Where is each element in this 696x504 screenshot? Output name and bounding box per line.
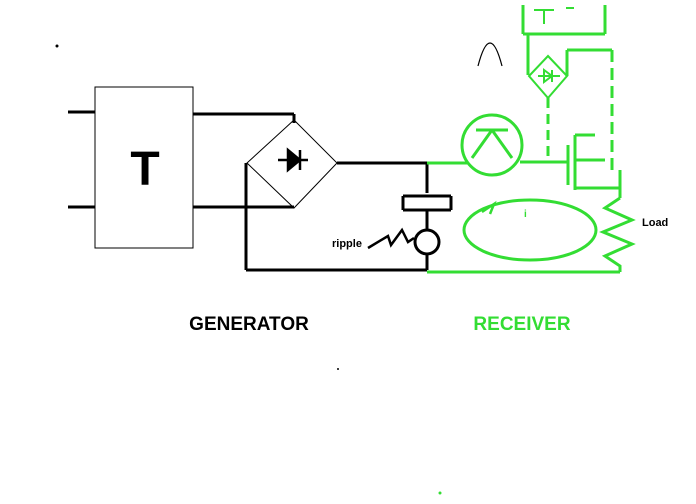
current-loop: [462, 198, 598, 262]
receiver-section: [427, 5, 636, 274]
stray-dot-black: [337, 368, 339, 370]
load-resistor: [599, 196, 636, 272]
transformer-label: T: [130, 143, 159, 196]
transformer-box: [94, 86, 194, 249]
transistor-emitter: [490, 129, 514, 159]
generator-label: GENERATOR: [189, 314, 309, 335]
current-label: i: [524, 209, 527, 220]
generator-section: [55, 44, 453, 272]
ripple-label: ripple: [332, 238, 362, 250]
receiver-label: RECEIVER: [473, 314, 570, 335]
transistor-icon: [460, 113, 524, 177]
current-arrow-icon: [481, 200, 497, 215]
transistor-collector: [470, 129, 494, 159]
antenna-icon: [477, 42, 503, 67]
stray-dot: [55, 44, 59, 48]
bridge-diode-icon: [278, 147, 308, 173]
ripple-source: [413, 228, 441, 256]
rx-bridge-diode-icon: [538, 68, 560, 84]
stray-dot-green: [438, 491, 442, 495]
bridge-rectifier: [246, 119, 338, 209]
ripple-wave-icon: [367, 227, 415, 250]
load-label: Load: [642, 217, 668, 229]
